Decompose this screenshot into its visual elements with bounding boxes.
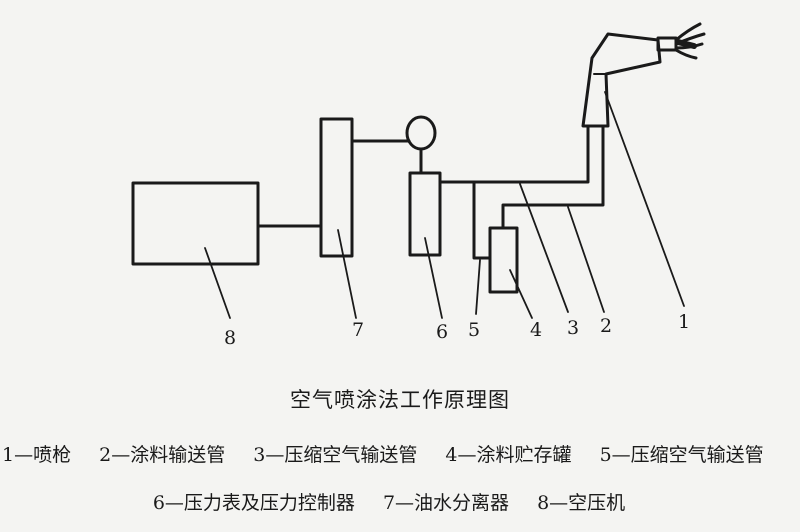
legend-row-2: 6—压力表及压力控制器 7—油水分离器 8—空压机 <box>0 488 800 515</box>
oil-water-separator-box <box>319 117 354 258</box>
spray-mist <box>674 22 706 60</box>
leader-3 <box>519 183 569 313</box>
leader-lines <box>204 91 685 319</box>
label-2: 2 <box>600 315 612 337</box>
air-supply-pipe <box>438 124 590 184</box>
paint-storage-tank <box>488 226 519 294</box>
spray-gun <box>581 32 662 128</box>
leader-4 <box>509 269 533 319</box>
diagram-caption: 空气喷涂法工作原理图 <box>290 388 510 412</box>
label-6: 6 <box>436 321 448 343</box>
legend-item-oil-water-separator: 7—油水分离器 <box>382 492 510 514</box>
legend-item-tank-air-pipe: 5—压缩空气输送管 <box>599 444 764 466</box>
legend-item-paint-tank: 4—涂料贮存罐 <box>445 444 572 466</box>
paint-supply-pipe <box>501 124 605 230</box>
legend-item-air-pipe: 3—压缩空气输送管 <box>253 444 418 466</box>
legend-item-paint-pipe: 2—涂料输送管 <box>99 444 226 466</box>
leader-2 <box>567 206 605 313</box>
label-8: 8 <box>224 327 236 349</box>
schematic-drawing: 8 7 6 5 4 3 2 1 <box>131 22 706 349</box>
label-5: 5 <box>468 319 480 341</box>
tank-air-pipe <box>472 180 492 260</box>
label-4: 4 <box>530 319 542 341</box>
legend-item-pressure-controller: 6—压力表及压力控制器 <box>152 492 355 514</box>
label-1: 1 <box>678 311 690 333</box>
legend-item-air-compressor: 8—空压机 <box>537 492 626 514</box>
pressure-controller-box <box>408 171 442 257</box>
leader-8 <box>204 247 231 319</box>
pressure-gauge <box>405 115 437 151</box>
leader-5 <box>475 259 481 315</box>
legend-row-1: 1—喷枪 2—涂料输送管 3—压缩空气输送管 4—涂料贮存罐 5—压缩空气输送管 <box>2 440 800 467</box>
legend-item-spray-gun: 1—喷枪 <box>2 444 72 466</box>
leader-6 <box>424 237 443 319</box>
leader-7 <box>337 229 357 319</box>
label-3: 3 <box>567 317 579 339</box>
leader-1 <box>604 91 685 307</box>
label-7: 7 <box>352 319 364 341</box>
spray-gun-nozzle <box>656 36 678 52</box>
air-compressor-box <box>131 181 260 266</box>
